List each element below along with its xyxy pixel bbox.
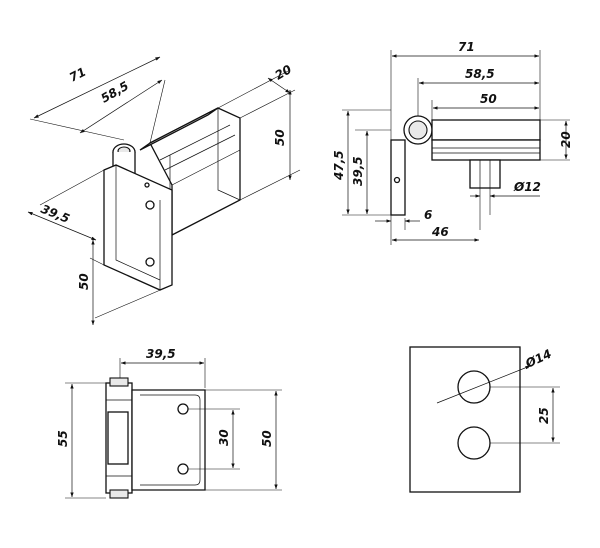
iso-dim-39-5-text: 39,5: [39, 202, 72, 226]
iso-wall-plate-edge: [103, 165, 161, 290]
iso-dim-39-5-line: [27, 211, 97, 241]
iso-dim-71-text: 71: [67, 65, 88, 85]
iso-dim-20-line: [267, 77, 291, 94]
front-view: 39,5 55 30 50: [56, 347, 282, 499]
side-dim-dia12-text: Ø12: [513, 180, 541, 194]
front-dim-55-text: 55: [56, 430, 70, 447]
front-knuckle-top-cap: [109, 377, 129, 387]
front-plate-hole-bottom: [177, 463, 189, 475]
side-screw-hole: [393, 176, 401, 184]
side-dim-46-text: 46: [431, 225, 449, 239]
iso-wall-plate: [103, 164, 173, 291]
plate-dim-dia14-leader: [436, 365, 531, 404]
front-knuckle-bottom-cap: [109, 489, 129, 499]
iso-dim-50-right-text: 50: [273, 129, 287, 146]
iso-clamp-edge: [171, 108, 241, 201]
front-dim-50-text: 50: [260, 430, 274, 447]
plate-dim-dia14-text: Ø14: [522, 347, 553, 371]
isometric-view: 71 58,5 20 50 39,5 50: [27, 56, 301, 326]
iso-dim-50-left-text: 50: [77, 273, 91, 290]
iso-screw: [144, 182, 150, 188]
iso-dim-58-5-line: [79, 79, 163, 134]
iso-plate-hole-top: [145, 200, 155, 210]
side-dim-71-text: 71: [458, 40, 475, 54]
side-dim-50-text: 50: [480, 92, 497, 106]
side-dim-39-5-text: 39,5: [351, 156, 365, 186]
side-dim-47-5-text: 47,5: [332, 150, 346, 181]
front-plate-hole-top: [177, 403, 189, 415]
side-boss: [469, 159, 501, 189]
side-knuckle-inner: [408, 120, 428, 140]
plate-hole-bottom: [457, 426, 491, 460]
iso-plate-hole-bottom: [145, 257, 155, 267]
iso-dim-20-text: 20: [273, 62, 294, 82]
side-dim-6-text: 6: [424, 208, 432, 222]
plate-dim-25-text: 25: [537, 407, 551, 424]
plate-hole-top: [457, 370, 491, 404]
front-knuckle-window: [107, 411, 129, 465]
front-plate: [131, 389, 206, 491]
side-dim-58-5-text: 58,5: [465, 67, 495, 81]
side-clamp-upper: [431, 119, 541, 141]
side-dim-20-text: 20: [559, 131, 573, 148]
iso-dim-71-line: [33, 56, 161, 119]
plate-view: Ø14 25: [409, 346, 560, 493]
side-view: 71 58,5 50 47,5 39,5 20 Ø12 6 46: [332, 40, 573, 245]
iso-dim-58-5-text: 58,5: [99, 79, 132, 106]
plate-outline: [409, 346, 521, 493]
side-clamp-lower: [431, 139, 541, 161]
front-dim-30-text: 30: [217, 429, 231, 446]
front-dim-39-5-text: 39,5: [146, 347, 176, 361]
